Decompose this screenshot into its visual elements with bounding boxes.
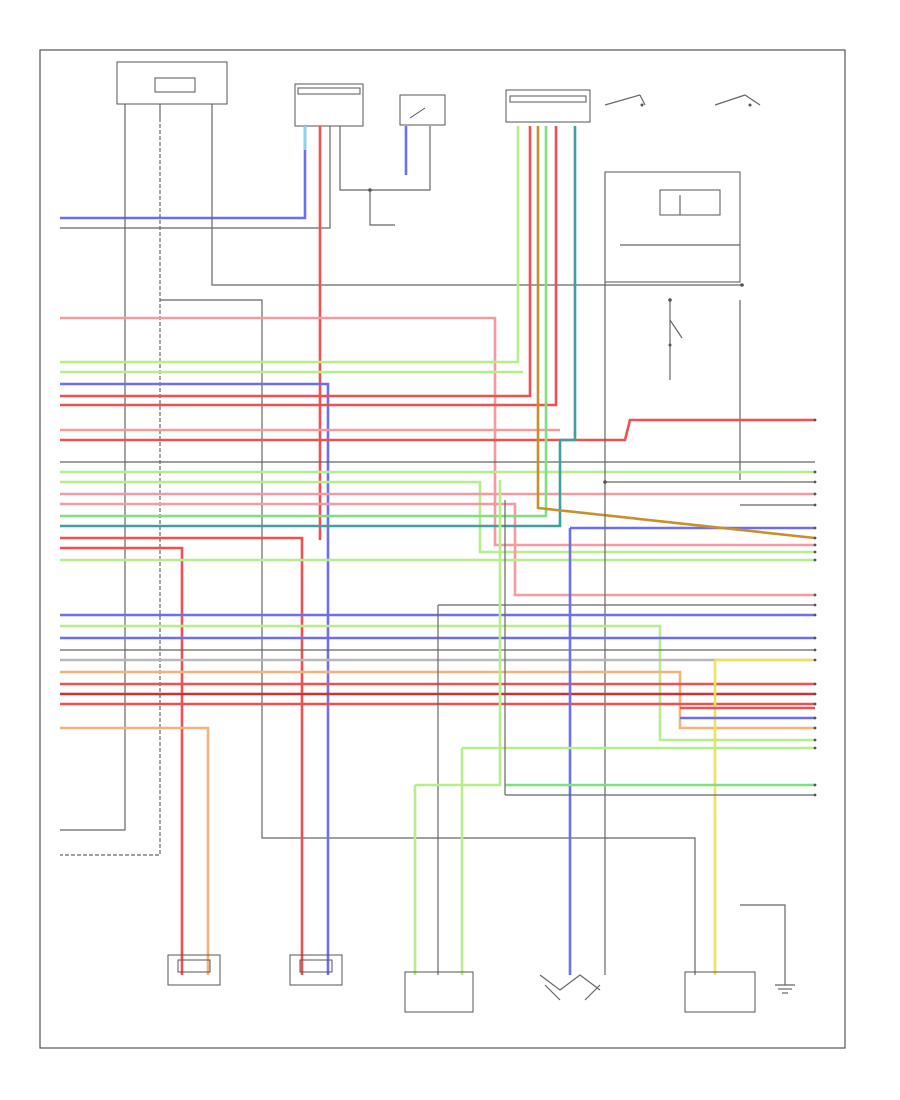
- component-top-left: [116, 61, 228, 118]
- right-edge-terminals: [813, 418, 817, 797]
- wires-top: [60, 118, 742, 975]
- diagram-border: [39, 49, 846, 1049]
- component-switch-small: [399, 94, 446, 126]
- component-bottom-4-sensor: [539, 974, 601, 1001]
- component-top-center-connector: [505, 89, 591, 123]
- component-bottom-5: [684, 971, 756, 1013]
- component-top-multi-connector: [294, 83, 364, 127]
- component-bottom-1: [167, 954, 221, 986]
- component-top-right-relays: [604, 94, 761, 107]
- component-bottom-2: [289, 954, 343, 986]
- wires-lower: [60, 480, 815, 975]
- wires-harness: [60, 126, 816, 975]
- junction-dots: [368, 188, 744, 484]
- component-bottom-right-ground: [740, 904, 795, 994]
- component-right-relay-box: [604, 171, 741, 283]
- component-right-mid-switch: [668, 300, 741, 480]
- component-bottom-3: [404, 971, 474, 1013]
